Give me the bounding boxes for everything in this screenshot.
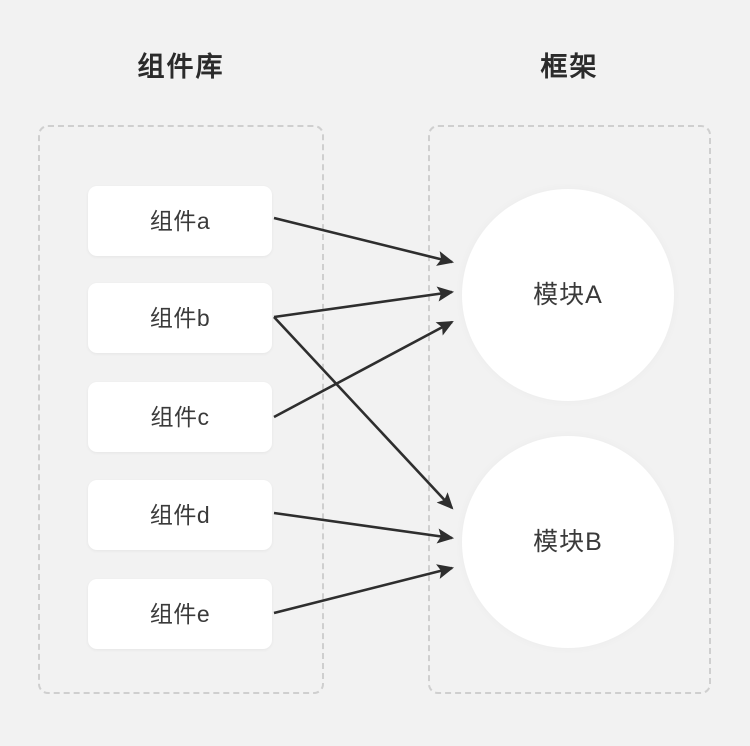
module-circle-a[interactable]: 模块A	[462, 189, 674, 401]
component-card-b[interactable]: 组件b	[88, 283, 272, 353]
component-card-label: 组件e	[149, 600, 211, 627]
component-card-c[interactable]: 组件c	[88, 382, 272, 452]
module-label: 模块B	[533, 527, 603, 556]
component-card-label: 组件b	[149, 304, 211, 331]
component-card-label: 组件d	[149, 501, 211, 528]
group-title-library: 组件库	[137, 52, 225, 82]
group-title-framework: 框架	[540, 52, 599, 82]
component-card-label: 组件a	[149, 207, 211, 234]
component-card-e[interactable]: 组件e	[88, 579, 272, 649]
component-card-label: 组件c	[150, 403, 210, 430]
module-circle-b[interactable]: 模块B	[462, 436, 674, 648]
component-card-d[interactable]: 组件d	[88, 480, 272, 550]
module-label: 模块A	[533, 280, 603, 309]
component-card-a[interactable]: 组件a	[88, 186, 272, 256]
